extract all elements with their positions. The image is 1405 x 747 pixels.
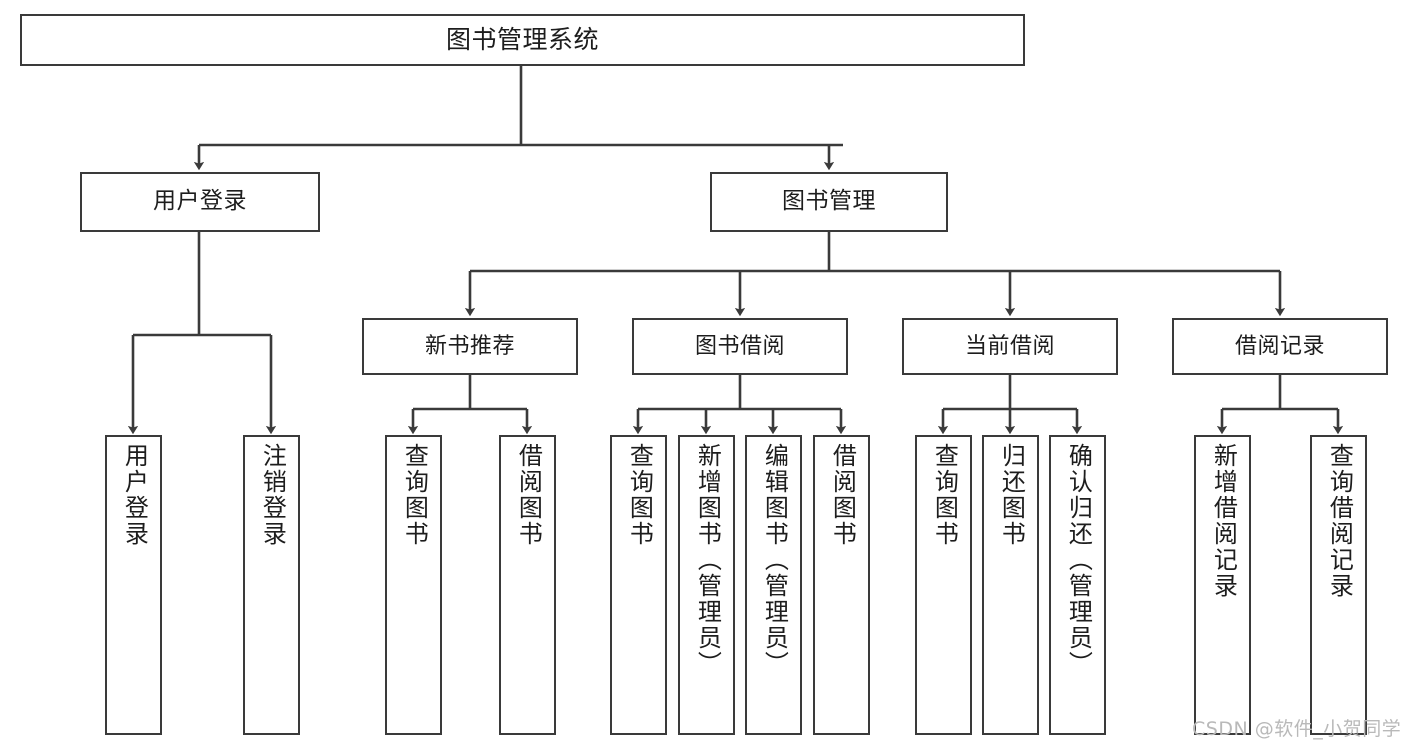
leaf-current-confirm-return[interactable]: 确认归还（管理员） xyxy=(1049,435,1106,735)
node-root-system-label: 图书管理系统 xyxy=(445,25,599,55)
leaf-borrow-query-book[interactable]: 查询图书 xyxy=(610,435,667,735)
leaf-add-borrow-record[interactable]: 新增借阅记录 xyxy=(1194,435,1251,735)
node-new-book-recommend[interactable]: 新书推荐 xyxy=(362,318,578,375)
leaf-borrow-edit-book[interactable]: 编辑图书（管理员） xyxy=(745,435,802,735)
node-user-login[interactable]: 用户登录 xyxy=(80,172,320,232)
node-user-login-label: 用户登录 xyxy=(153,188,247,215)
leaf-user-login[interactable]: 用户登录 xyxy=(105,435,162,735)
leaf-user-login-label: 用户登录 xyxy=(120,443,149,547)
node-current-borrow[interactable]: 当前借阅 xyxy=(902,318,1118,375)
leaf-borrow-query-book-label: 查询图书 xyxy=(625,443,654,547)
watermark-text: CSDN @软件_小贺同学 xyxy=(1192,718,1402,740)
leaf-current-return-book-label: 归还图书 xyxy=(997,443,1026,547)
leaf-logout-label: 注销登录 xyxy=(258,443,287,547)
leaf-new-book-borrow-label: 借阅图书 xyxy=(514,443,543,547)
leaf-current-query-book-label: 查询图书 xyxy=(930,443,959,547)
leaf-borrow-edit-book-label: 编辑图书（管理员） xyxy=(760,443,789,677)
leaf-logout[interactable]: 注销登录 xyxy=(243,435,300,735)
leaf-new-book-query-label: 查询图书 xyxy=(400,443,429,547)
node-new-book-recommend-label: 新书推荐 xyxy=(424,333,515,359)
leaf-new-book-borrow[interactable]: 借阅图书 xyxy=(499,435,556,735)
node-borrow-records[interactable]: 借阅记录 xyxy=(1172,318,1388,375)
leaf-current-return-book[interactable]: 归还图书 xyxy=(982,435,1039,735)
leaf-borrow-borrow-book-label: 借阅图书 xyxy=(828,443,857,547)
node-book-borrow-label: 图书借阅 xyxy=(694,333,785,359)
leaf-query-borrow-record-label: 查询借阅记录 xyxy=(1325,443,1354,599)
node-book-management-label: 图书管理 xyxy=(782,188,876,215)
node-book-management[interactable]: 图书管理 xyxy=(710,172,948,232)
leaf-current-confirm-return-label: 确认归还（管理员） xyxy=(1064,443,1093,677)
node-book-borrow[interactable]: 图书借阅 xyxy=(632,318,848,375)
leaf-add-borrow-record-label: 新增借阅记录 xyxy=(1209,443,1238,599)
leaf-query-borrow-record[interactable]: 查询借阅记录 xyxy=(1310,435,1367,735)
node-root-system[interactable]: 图书管理系统 xyxy=(20,14,1025,66)
leaf-current-query-book[interactable]: 查询图书 xyxy=(915,435,972,735)
leaf-borrow-borrow-book[interactable]: 借阅图书 xyxy=(813,435,870,735)
leaf-borrow-add-book-label: 新增图书（管理员） xyxy=(693,443,722,677)
leaf-new-book-query[interactable]: 查询图书 xyxy=(385,435,442,735)
node-current-borrow-label: 当前借阅 xyxy=(964,333,1055,359)
node-borrow-records-label: 借阅记录 xyxy=(1234,333,1325,359)
leaf-borrow-add-book[interactable]: 新增图书（管理员） xyxy=(678,435,735,735)
